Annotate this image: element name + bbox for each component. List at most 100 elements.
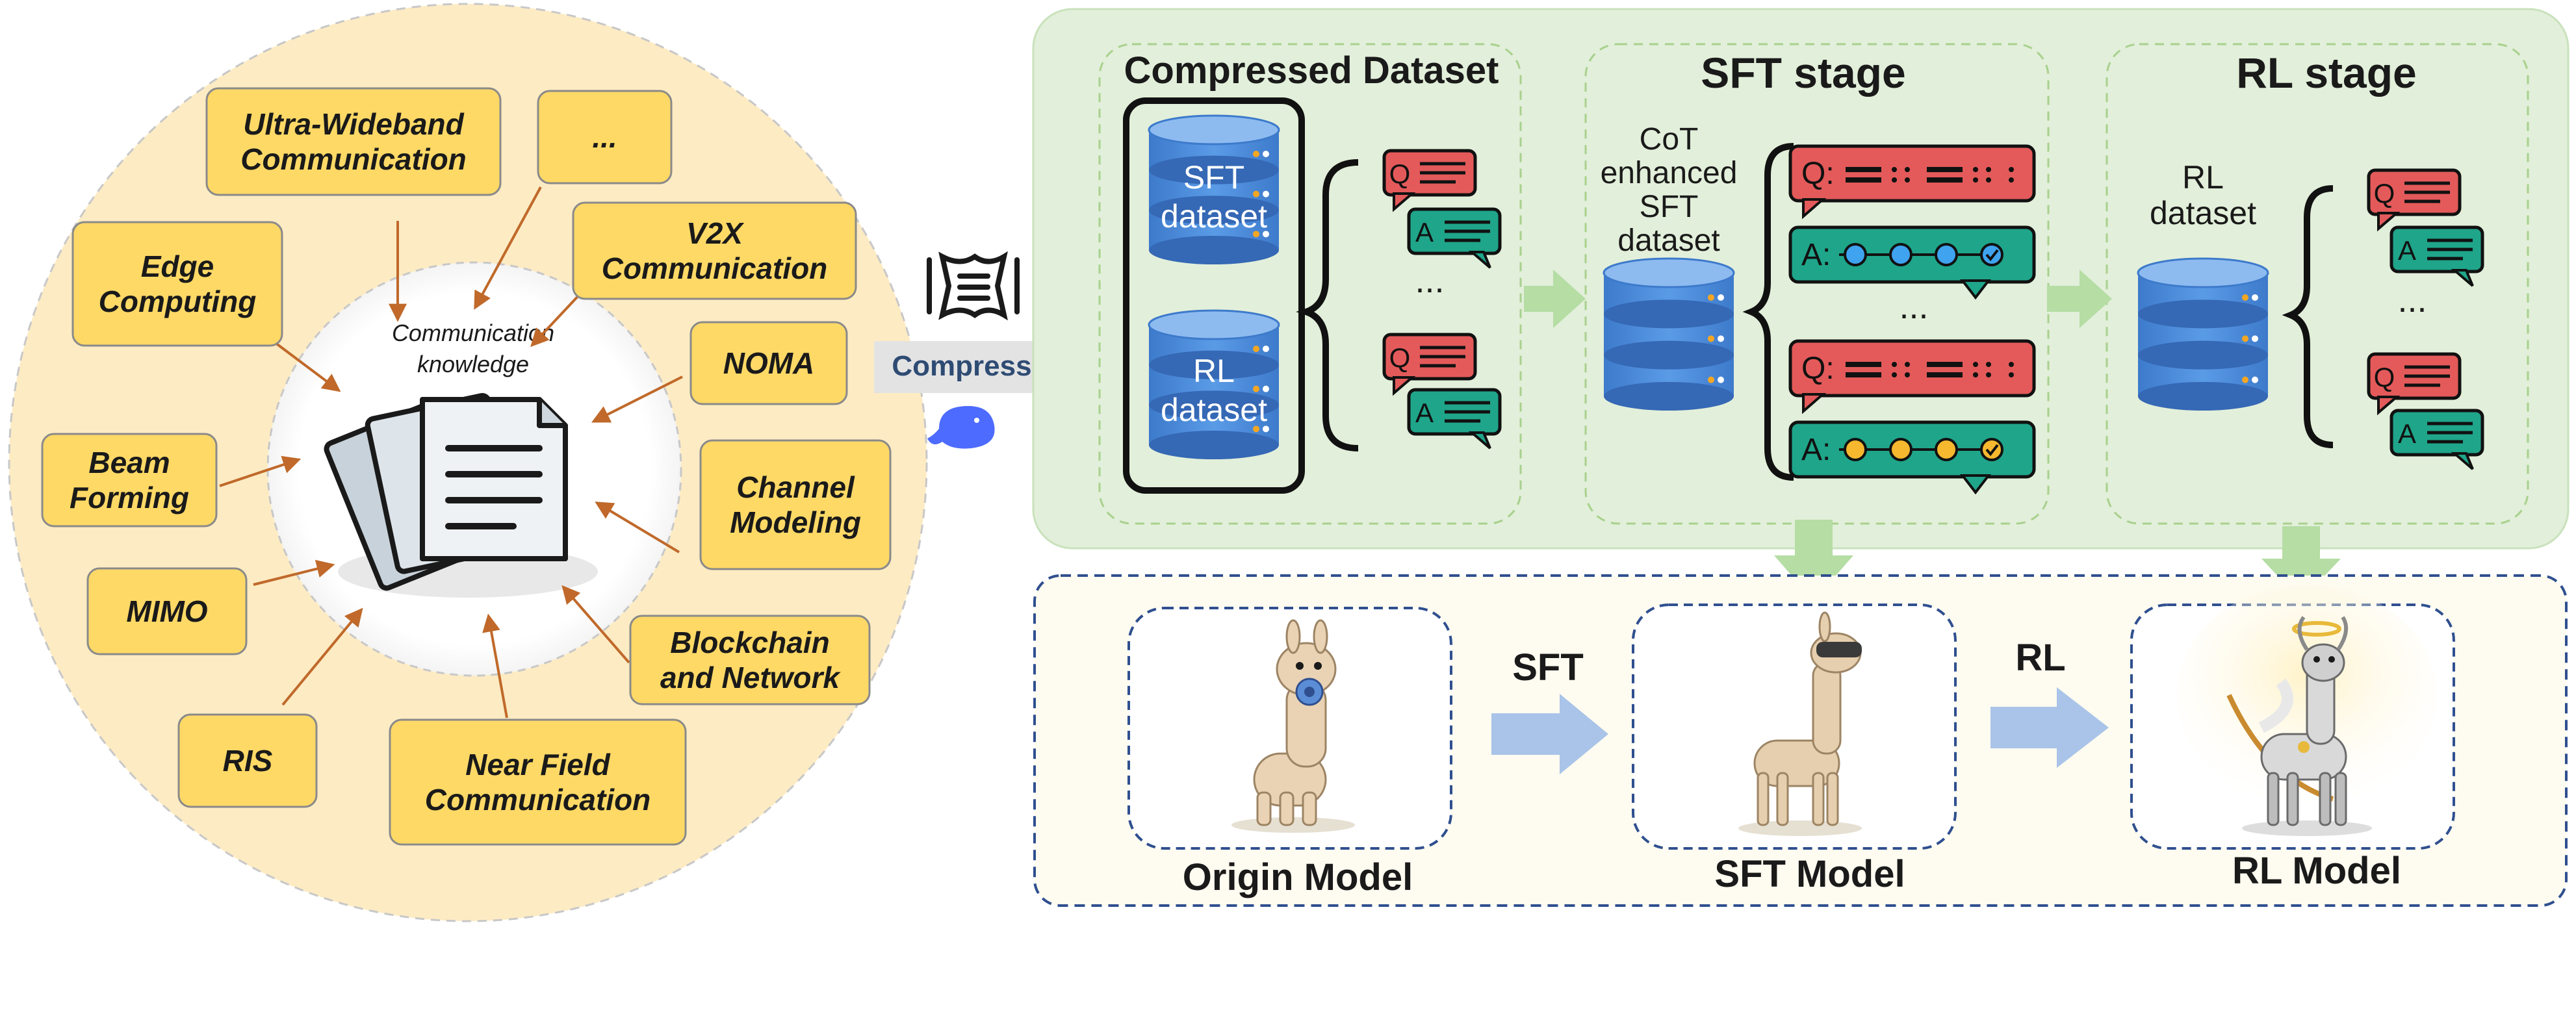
topic-label: MIMO [126,594,207,628]
compressed-dataset-title: Compressed Dataset [1124,49,1499,92]
rl-ellipsis: ... [2397,281,2427,320]
topic-label: RIS [223,744,273,778]
topic-box: ... [537,90,673,184]
knowledge-arrows [219,186,683,718]
sft-db-label-1: SFT [1183,159,1244,196]
bubble-letter: A [2398,418,2416,449]
bubble-letter: A [1415,398,1434,428]
topic-box: MIMO [86,567,248,655]
topic-label: Channel [736,470,855,504]
topic-label: Communication [425,783,651,817]
cot-label-4: dataset [1617,223,1719,258]
topic-label: Ultra-Wideband [243,107,464,141]
rl-database-icon [1148,309,1280,459]
topic-box: RIS [177,713,318,808]
chat-bubble: A [1407,388,1502,450]
sft-llama-illustration [1738,611,1862,836]
compressed-dataset-panel [1098,43,1522,525]
chat-bubble: A [1407,207,1502,269]
question-bubble: Q: [1788,339,2036,414]
compress-label: Compress [892,350,1031,382]
documents-icon [324,393,598,598]
origin-model-label: Origin Model [1183,856,1413,898]
topic-label: V2X [686,216,744,250]
topic-label: Communication [240,142,467,176]
to-rl-arrow [2047,270,2112,328]
rl-db-label-2: dataset [1161,392,1267,428]
bubble-letter: Q [2374,178,2395,209]
question-label: Q: [1801,351,1835,386]
bubble-letter: Q [1389,159,1411,189]
rl-stage-panel [2106,43,2529,525]
compressed-brace [1296,159,1359,451]
bubble-letter: A [1415,217,1434,248]
topic-label: Forming [70,481,189,514]
center-label-line1: Communication [392,320,554,346]
origin-llama-illustration [1231,619,1355,833]
sft-model-label: SFT Model [1714,853,1905,895]
topic-label: ... [592,120,617,154]
chat-bubble: Q [1382,333,1477,396]
compress-arrow: Compress [874,318,1074,416]
topic-label: Modeling [730,505,861,539]
bubble-letter: A [2398,235,2416,266]
rl-stage-db-label-1: RL [2182,159,2224,196]
rl-stage-database-icon [2137,257,2269,411]
topic-label: Computing [99,285,257,318]
cot-label-1: CoT [1640,122,1699,157]
chat-bubble: Q [2367,352,2462,416]
sft-model-frame [1632,603,1957,850]
sft-down-arrow [1774,520,1853,601]
rl-stage-title: RL stage [2236,49,2417,97]
chat-bubble: A [2389,409,2484,470]
rl-brace [2282,185,2334,448]
topic-label: Blockchain [670,626,829,659]
topic-label: Near Field [465,748,610,781]
sft-stage-title: SFT stage [1701,49,1905,97]
whale-logo-icon [927,406,995,449]
answer-bubble: A: [1788,225,2036,300]
sft-brace [1742,143,1794,481]
rl-stage-db-label-2: dataset [2150,195,2256,231]
topic-label: Edge [141,249,214,283]
topic-label: NOMA [723,346,815,380]
rl-model-label: RL Model [2232,850,2401,892]
topic-label: Communication [602,251,828,285]
cot-label-2: enhanced [1601,156,1738,190]
cot-label-3: SFT [1640,190,1699,224]
center-label-line2: knowledge [417,351,529,377]
dataset-frame [1123,97,1305,494]
to-sft-arrow [1524,270,1586,328]
answer-bubble: A: [1788,420,2036,495]
cot-database-icon [1603,257,1735,411]
chat-bubble: A [2389,225,2484,287]
sft-arrow-label: SFT [1512,646,1584,689]
sft-ellipsis: ... [1899,287,1928,326]
rl-db-label-1: RL [1193,353,1235,389]
question-bubble: Q: [1788,144,2036,220]
bubble-letter: Q [1389,342,1411,373]
answer-label: A: [1801,238,1831,272]
sft-train-arrow [1491,694,1608,774]
compress-icon [927,251,1020,321]
chat-bubble: Q [1382,149,1477,212]
topic-box: NOMA [689,321,848,405]
question-label: Q: [1801,157,1835,191]
rl-armored-creature-illustration [2177,585,2437,836]
sft-db-label-2: dataset [1161,198,1267,235]
bubble-letter: Q [2374,362,2395,392]
compressed-ellipsis: ... [1415,261,1444,300]
rl-down-arrow [2261,526,2341,601]
topic-label: Beam [88,446,170,479]
answer-label: A: [1801,433,1831,467]
chat-bubble: Q [2367,168,2462,232]
